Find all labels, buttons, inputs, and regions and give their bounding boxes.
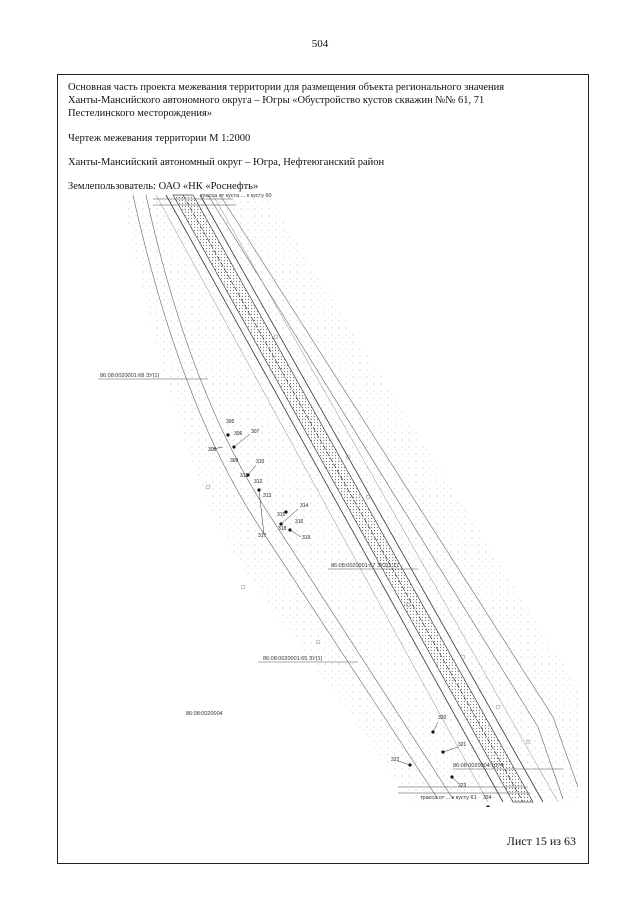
point-label: 312: [254, 479, 263, 485]
point-label: 323: [458, 783, 467, 789]
pipeline-corridor: [155, 194, 559, 803]
point-label: 318: [278, 526, 287, 532]
drawing-title: Чертеж межевания территории М 1:2000: [68, 133, 251, 144]
parcel-label: 86:08:0020001:68 ЗУ(1): [100, 373, 160, 379]
leader-lines: [212, 433, 459, 784]
top-route-label: трасса от куста ... к кусту 60: [200, 193, 272, 199]
survey-drawing-svg: 305 306 307 308 309 310 311 312 313 314 …: [98, 193, 579, 807]
point-labels: 305 306 307 308 309 310 311 312 313 314 …: [208, 419, 492, 801]
parcel-label: 86:08:0020004:1074: [453, 763, 503, 769]
project-title-line-2: Ханты-Мансийского автономного округа – Ю…: [68, 95, 485, 106]
point-label: 305: [226, 419, 235, 425]
project-title-line-3: Пестелинского месторождения»: [68, 108, 213, 119]
parcel-labels: трасса от куста ... к кусту 60 86:08:002…: [100, 193, 503, 801]
parcel-label: 86:08:0020004: [186, 711, 223, 717]
point-label: 310: [256, 459, 265, 465]
point-label: 324: [483, 795, 492, 801]
point-label: 316: [295, 519, 304, 525]
point-label: 314: [300, 503, 309, 509]
point-label: 322: [391, 757, 400, 763]
survey-drawing: 305 306 307 308 309 310 311 312 313 314 …: [58, 187, 588, 807]
point-label: 317: [258, 533, 267, 539]
point-label: 313: [263, 493, 272, 499]
point-label: 306: [234, 431, 243, 437]
point-label: 320: [438, 715, 447, 721]
boundary-lines: [132, 194, 579, 800]
point-label: 308: [208, 447, 217, 453]
parcel-label: 86:08:0020001:65 ЗУ(1): [263, 656, 323, 662]
land-user-line: Землепользователь: ОАО «НК «Роснефть»: [68, 181, 259, 192]
terrain-symbols: [205, 334, 531, 745]
point-label: 311: [240, 473, 248, 479]
point-label: 321: [458, 742, 467, 748]
document-header: Основная часть проекта межевания террито…: [68, 81, 578, 204]
point-label: 307: [251, 429, 260, 435]
point-label: 315: [277, 512, 286, 518]
document-frame: Основная часть проекта межевания террито…: [57, 74, 589, 864]
page-number: 504: [311, 38, 329, 50]
sheet-number: Лист 15 из 63: [506, 834, 576, 848]
end-markers: [153, 198, 530, 794]
point-label: 319: [302, 535, 311, 541]
parcel-label: 86:08:0020001:67 ЗУ2(1:1): [331, 563, 398, 569]
project-title: Основная часть проекта межевания террито…: [68, 81, 578, 120]
parcel-boundaries: [98, 378, 563, 770]
region-line: Ханты-Мансийский автономный округ – Югра…: [68, 157, 385, 168]
project-title-line-1: Основная часть проекта межевания террито…: [68, 82, 505, 93]
point-label: 309: [230, 458, 239, 464]
bottom-route-label: трасса от ... к кусту 61: [420, 795, 477, 801]
